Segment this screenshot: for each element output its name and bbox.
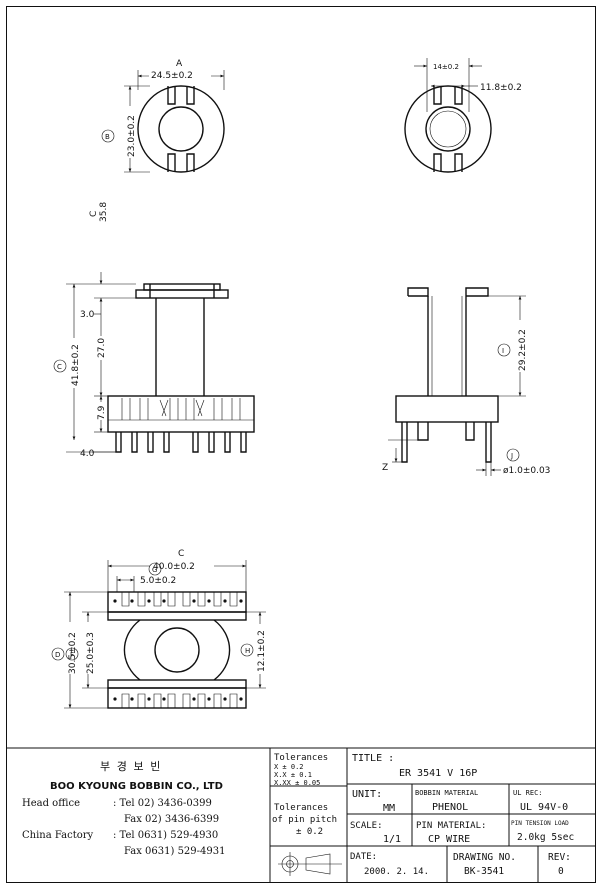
dim-c-bottom-letter: C (178, 549, 184, 559)
dim-418-value: 41.8±0.2 (71, 344, 81, 386)
bottom-view: C 40.0±0.2 5.0±0.2 G 30.5±0.2 D 25.0±0.3… (51, 549, 267, 709)
unit-value: MM (383, 803, 395, 814)
ul-rec-label: UL REC: (513, 789, 543, 797)
unit-label: UNIT: (352, 789, 382, 800)
side-view-right: 29.2±0.2 I Z ø1.0±0.03 J (382, 287, 550, 476)
company-info: 부 경 보 빈 BOO KYOUNG BOBBIN CO., LTD Head … (22, 760, 225, 857)
top-right-view: 14±0.2 11.8±0.2 (404, 58, 522, 173)
dim-f-value: 25.0±0.3 (86, 632, 96, 674)
dim-c-bottom-value: 40.0±0.2 (153, 562, 195, 572)
dim-4-value: 4.0 (80, 449, 95, 459)
dim-f-circle: F (70, 651, 74, 659)
title-block (6, 747, 596, 882)
dim-j-value: ø1.0±0.03 (503, 466, 550, 476)
tolerance-x: X ± 0.2 (274, 763, 304, 771)
dim-292-value: 29.2±0.2 (518, 329, 528, 371)
tolerances-title: Tolerances (274, 753, 328, 763)
bobbin-material-label: BOBBIN MATERIAL (415, 789, 478, 797)
dim-j-circle: J (510, 452, 513, 460)
head-office-label: Head office (22, 798, 80, 809)
title-label: TITLE : (352, 753, 394, 764)
dim-c-side-circle: C (57, 363, 62, 371)
pin-tension-value: 2.0kg 5sec (517, 832, 574, 843)
china-factory-label: China Factory (22, 830, 94, 841)
title-block-fields: TITLE : ER 3541 V 16P UNIT: MM BOBBIN MA… (350, 753, 574, 877)
pin-tension-label: PIN TENSION LOAD (511, 820, 569, 827)
bobbin-material-value: PHENOL (432, 802, 468, 813)
date-value: 2000. 2. 14. (364, 867, 429, 877)
pin-tolerances-title: Tolerances (274, 803, 328, 813)
scale-value: 1/1 (383, 834, 401, 845)
dim-h-value: 12.1±0.2 (257, 630, 267, 672)
dim-g-circle: G (152, 566, 157, 574)
pin-tolerances-sub: of pin pitch (272, 815, 337, 825)
dim-27-value: 27.0 (97, 338, 107, 358)
dim-h-circle: H (245, 647, 250, 655)
rev-label: REV: (548, 852, 571, 863)
drawing-no-label: DRAWING NO. (453, 852, 516, 863)
dim-d-circle: D (55, 651, 60, 659)
top-view: A 24.5±0.2 23.0±0.2 B C 35.8 (89, 59, 225, 222)
dim-i-circle: I (502, 347, 504, 355)
china-factory-tel: : Tel 0631) 529-4930 (113, 830, 218, 841)
tolerance-info: Tolerances X ± 0.2 X.X ± 0.1 X.XX ± 0.05… (272, 753, 337, 837)
title-value: ER 3541 V 16P (399, 768, 477, 779)
head-office-fax: Fax 02) 3436-6399 (124, 814, 219, 825)
dim-79-value: 7.9 (97, 405, 107, 420)
dim-a-letter: A (176, 59, 183, 69)
dim-g-value: 5.0±0.2 (140, 576, 176, 586)
company-english-name: BOO KYOUNG BOBBIN CO., LTD (50, 781, 223, 792)
top-view-inner-circle (158, 106, 204, 152)
top-view-outer-circle (137, 85, 225, 173)
dim-14-value: 14±0.2 (433, 63, 459, 71)
pin-material-value: CP WIRE (428, 834, 470, 845)
tolerance-xx: X.X ± 0.1 (274, 771, 312, 779)
dim-3-value: 3.0 (80, 310, 95, 320)
china-factory-fax: Fax 0631) 529-4931 (124, 846, 225, 857)
dim-d-value: 30.5±0.2 (68, 632, 78, 674)
pin-tolerances-value: ± 0.2 (296, 827, 323, 837)
dim-b-value: 23.0±0.2 (127, 115, 137, 157)
dim-c-top-value: 35.8 (99, 202, 109, 222)
tolerance-xxx: X.XX ± 0.05 (274, 779, 320, 787)
date-label: DATE: (350, 852, 377, 862)
side-view: 41.8±0.2 C 3.0 27.0 7.9 4.0 (53, 272, 255, 459)
dim-b-circle: B (105, 133, 110, 141)
dim-z-label: Z (382, 463, 388, 473)
dim-a-value: 24.5±0.2 (151, 71, 193, 81)
dim-c-top-letter: C (89, 211, 99, 217)
pin-material-label: PIN MATERIAL: (416, 821, 486, 831)
rev-value: 0 (558, 866, 564, 877)
drawing-border (6, 6, 596, 883)
drawing-no-value: BK-3541 (464, 866, 504, 877)
ul-rec-value: UL 94V-0 (520, 802, 568, 813)
company-korean-name: 부 경 보 빈 (100, 760, 160, 773)
head-office-tel: : Tel 02) 3436-0399 (113, 798, 212, 809)
scale-label: SCALE: (350, 821, 383, 831)
dim-118-value: 11.8±0.2 (480, 83, 522, 93)
